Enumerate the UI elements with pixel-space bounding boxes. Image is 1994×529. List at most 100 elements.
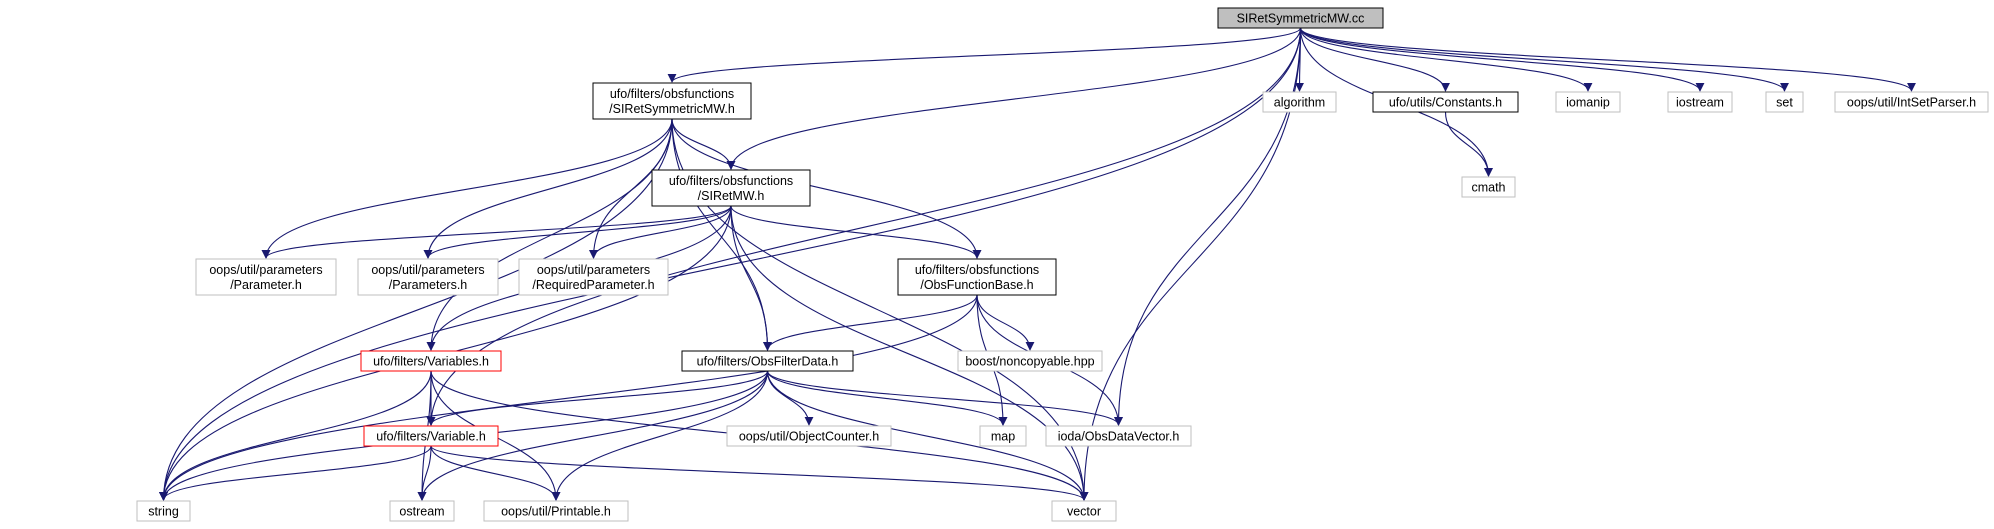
node-box-iomanip bbox=[1555, 91, 1621, 113]
node-box-intsetparser bbox=[1834, 91, 1989, 113]
node-label-string-0: string bbox=[148, 505, 179, 519]
node-sirsym_h[interactable]: ufo/filters/obsfunctions/SIRetSymmetricM… bbox=[592, 82, 752, 120]
edge-root-to-set bbox=[1299, 27, 1789, 92]
node-box-variables bbox=[360, 350, 502, 372]
node-objectcounter[interactable]: oops/util/ObjectCounter.h bbox=[726, 425, 892, 447]
node-box-printable bbox=[483, 500, 629, 522]
edge-obsfuncbase-to-string bbox=[159, 294, 978, 501]
node-box-iostream bbox=[1667, 91, 1733, 113]
node-siretmw_h[interactable]: ufo/filters/obsfunctions/SIRetMW.h bbox=[651, 169, 811, 207]
node-printable[interactable]: oops/util/Printable.h bbox=[483, 500, 629, 522]
node-label-printable-0: oops/util/Printable.h bbox=[501, 505, 611, 519]
edge-variable-to-string bbox=[159, 445, 432, 501]
node-label-root-0: SIRetSymmetricMW.cc bbox=[1237, 12, 1365, 26]
edge-variable-to-ostream bbox=[417, 445, 432, 501]
node-box-string bbox=[136, 500, 191, 522]
edge-sirsym_h-to-siretmw_h bbox=[671, 118, 736, 170]
node-reqparam[interactable]: oops/util/parameters/RequiredParameter.h bbox=[518, 258, 669, 296]
node-box-objectcounter bbox=[726, 425, 892, 447]
node-box-siretmw_h bbox=[651, 169, 811, 207]
nodes-layer: SIRetSymmetricMW.cc ufo/filters/obsfuncti… bbox=[136, 7, 1989, 522]
node-box-parameters bbox=[357, 258, 499, 296]
node-root[interactable]: SIRetSymmetricMW.cc bbox=[1217, 7, 1384, 29]
node-label-variables-0: ufo/filters/Variables.h bbox=[373, 355, 489, 369]
node-label-obsfuncbase-0: ufo/filters/obsfunctions bbox=[915, 263, 1039, 277]
node-box-map bbox=[979, 425, 1027, 447]
node-ostream[interactable]: ostream bbox=[389, 500, 455, 522]
edge-siretmw_h-to-obsfilterdata bbox=[730, 205, 772, 351]
node-label-variable-0: ufo/filters/Variable.h bbox=[376, 430, 486, 444]
node-label-reqparam-0: oops/util/parameters bbox=[537, 263, 650, 277]
node-string[interactable]: string bbox=[136, 500, 191, 522]
node-label-iostream-0: iostream bbox=[1676, 96, 1724, 110]
edge-constants-to-cmath bbox=[1444, 111, 1493, 177]
node-vector[interactable]: vector bbox=[1051, 500, 1117, 522]
edge-sirsym_h-to-parameter bbox=[261, 118, 673, 259]
node-label-obsfuncbase-1: /ObsFunctionBase.h bbox=[920, 278, 1033, 292]
edge-siretmw_h-to-obsfuncbase bbox=[730, 205, 982, 259]
edge-obsfilterdata-to-printable bbox=[551, 370, 769, 501]
edge-obsfuncbase-to-obsfilterdata bbox=[763, 294, 978, 351]
node-label-noncopyable-0: boost/noncopyable.hpp bbox=[965, 355, 1094, 369]
edge-siretmw_h-to-parameter bbox=[261, 205, 732, 259]
node-label-algorithm-0: algorithm bbox=[1274, 96, 1325, 110]
node-box-variable bbox=[363, 425, 499, 447]
edge-sirsym_h-to-parameters bbox=[423, 118, 673, 259]
node-box-noncopyable bbox=[957, 350, 1103, 372]
node-parameters[interactable]: oops/util/parameters/Parameters.h bbox=[357, 258, 499, 296]
edge-root-to-variable bbox=[426, 27, 1302, 426]
edge-root-to-intsetparser bbox=[1299, 27, 1916, 92]
edge-variables-to-string bbox=[159, 370, 432, 501]
node-box-obsfilterdata bbox=[681, 350, 854, 372]
edge-variable-to-vector bbox=[430, 445, 1089, 501]
node-intsetparser[interactable]: oops/util/IntSetParser.h bbox=[1834, 91, 1989, 113]
node-obsdatavector[interactable]: ioda/ObsDataVector.h bbox=[1045, 425, 1192, 447]
node-obsfuncbase[interactable]: ufo/filters/obsfunctions/ObsFunctionBase… bbox=[897, 258, 1057, 296]
node-map[interactable]: map bbox=[979, 425, 1027, 447]
node-box-sirsym_h bbox=[592, 82, 752, 120]
edge-root-to-iomanip bbox=[1299, 27, 1593, 92]
node-iomanip[interactable]: iomanip bbox=[1555, 91, 1621, 113]
node-algorithm[interactable]: algorithm bbox=[1262, 91, 1337, 113]
node-box-vector bbox=[1051, 500, 1117, 522]
node-label-vector-0: vector bbox=[1067, 505, 1101, 519]
edge-root-to-string bbox=[159, 27, 1302, 501]
node-label-constants-0: ufo/utils/Constants.h bbox=[1389, 96, 1502, 110]
node-label-parameters-1: /Parameters.h bbox=[389, 278, 468, 292]
node-box-root bbox=[1217, 7, 1384, 29]
edge-obsfilterdata-to-ostream bbox=[417, 370, 769, 501]
node-label-reqparam-1: /RequiredParameter.h bbox=[532, 278, 654, 292]
node-label-intsetparser-0: oops/util/IntSetParser.h bbox=[1847, 96, 1976, 110]
node-variable[interactable]: ufo/filters/Variable.h bbox=[363, 425, 499, 447]
edge-siretmw_h-to-reqparam bbox=[589, 205, 732, 259]
node-label-set-0: set bbox=[1776, 96, 1793, 110]
node-constants[interactable]: ufo/utils/Constants.h bbox=[1372, 91, 1519, 113]
edge-siretmw_h-to-parameters bbox=[423, 205, 732, 259]
node-box-obsfuncbase bbox=[897, 258, 1057, 296]
edge-root-to-iostream bbox=[1299, 27, 1705, 92]
node-obsfilterdata[interactable]: ufo/filters/ObsFilterData.h bbox=[681, 350, 854, 372]
node-parameter[interactable]: oops/util/parameters/Parameter.h bbox=[195, 258, 337, 296]
node-cmath[interactable]: cmath bbox=[1461, 176, 1516, 198]
node-label-obsfilterdata-0: ufo/filters/ObsFilterData.h bbox=[697, 355, 839, 369]
node-label-parameter-1: /Parameter.h bbox=[230, 278, 302, 292]
edge-sirsym_h-to-obsfuncbase bbox=[671, 118, 982, 259]
node-box-set bbox=[1765, 91, 1804, 113]
node-label-siretmw_h-0: ufo/filters/obsfunctions bbox=[669, 174, 793, 188]
node-label-parameter-0: oops/util/parameters bbox=[209, 263, 322, 277]
node-iostream[interactable]: iostream bbox=[1667, 91, 1733, 113]
node-label-sirsym_h-1: /SIRetSymmetricMW.h bbox=[609, 102, 735, 116]
node-box-cmath bbox=[1461, 176, 1516, 198]
node-label-objectcounter-0: oops/util/ObjectCounter.h bbox=[739, 430, 879, 444]
node-box-constants bbox=[1372, 91, 1519, 113]
node-label-ostream-0: ostream bbox=[399, 505, 444, 519]
node-set[interactable]: set bbox=[1765, 91, 1804, 113]
node-label-map-0: map bbox=[991, 430, 1015, 444]
node-box-algorithm bbox=[1262, 91, 1337, 113]
node-variables[interactable]: ufo/filters/Variables.h bbox=[360, 350, 502, 372]
node-noncopyable[interactable]: boost/noncopyable.hpp bbox=[957, 350, 1103, 372]
edge-root-to-sirsym_h bbox=[667, 27, 1302, 83]
edge-root-to-constants bbox=[1299, 27, 1450, 92]
edge-obsfilterdata-to-obsdatavector bbox=[766, 370, 1123, 426]
